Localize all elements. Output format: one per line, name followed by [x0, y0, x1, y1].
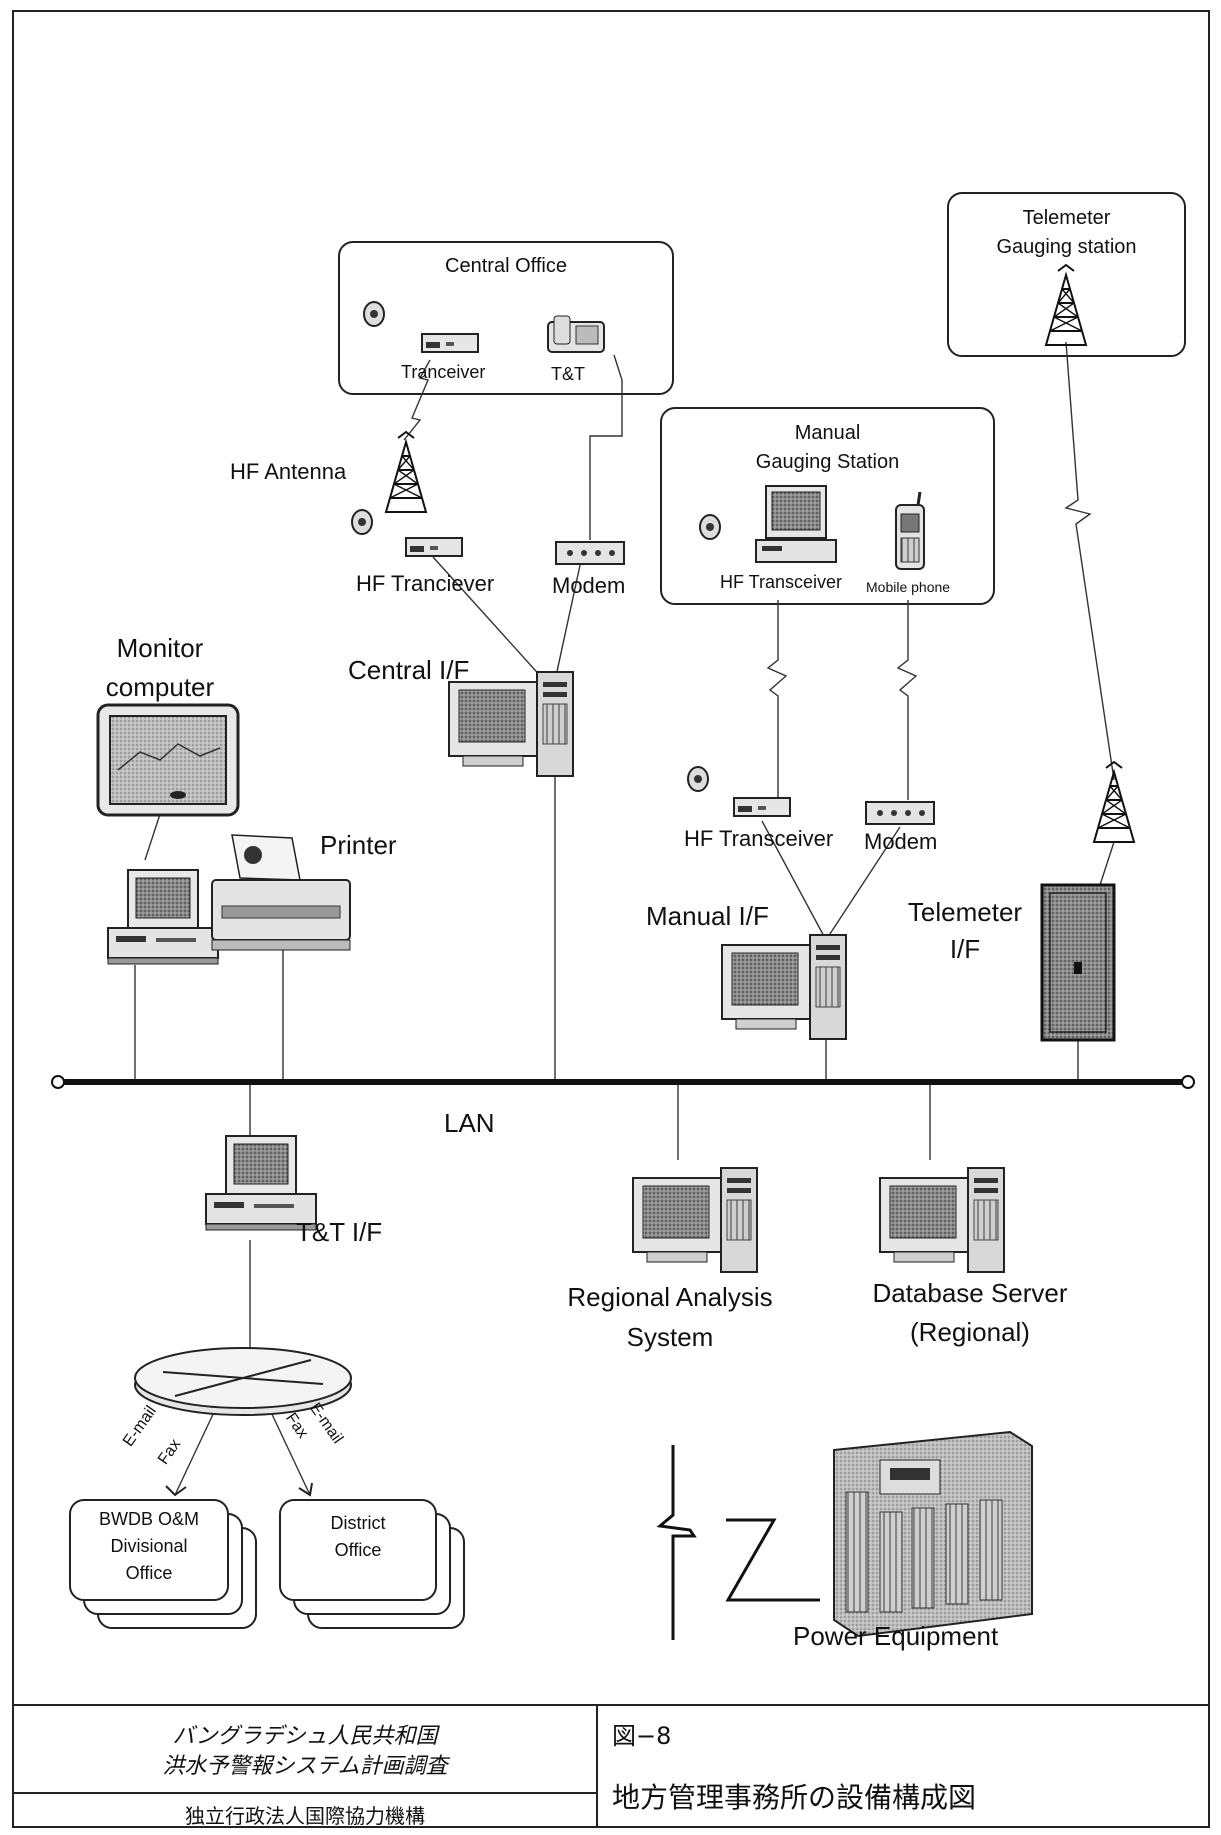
telemeter-station-line2: Gauging station	[996, 236, 1137, 258]
central-if-label: Central I/F	[348, 655, 470, 685]
database-server-computer-icon	[879, 1167, 1005, 1273]
database-server-line1: Database Server	[872, 1278, 1068, 1308]
microphone-icon	[687, 766, 709, 792]
lan-terminator-right	[1181, 1075, 1195, 1089]
agency-name: 独立行政法人国際協力機構	[185, 1804, 425, 1828]
microphone-icon	[699, 514, 721, 540]
tt-if-computer-icon	[205, 1135, 317, 1231]
district-office-stack	[279, 1499, 465, 1629]
modem-icon	[555, 541, 625, 565]
project-line2: 洪水予警報システム計画調査	[162, 1754, 448, 1779]
power-lightning-icon	[656, 1445, 820, 1640]
regional-analysis-line1: Regional Analysis	[567, 1282, 773, 1312]
microphone-icon	[351, 509, 373, 535]
modem-icon	[865, 801, 935, 825]
title-block-agency-rule	[12, 1792, 598, 1794]
hf-antenna-label: HF Antenna	[230, 459, 347, 484]
title-block-top-rule	[12, 1704, 598, 1706]
project-line1: バングラデシュ人民共和国	[172, 1724, 438, 1749]
telemeter-station-line1: Telemeter	[1022, 207, 1111, 229]
monitor-computer-line2: computer	[105, 672, 215, 702]
bwdb-line2: Divisional	[110, 1536, 188, 1556]
tt-label: T&T	[551, 364, 585, 384]
power-equipment-label: Power Equipment	[793, 1621, 999, 1651]
manual-station-box	[660, 407, 995, 605]
manual-station-line2: Gauging Station	[755, 451, 900, 473]
title-block	[12, 1704, 1210, 1828]
database-server-line2: (Regional)	[910, 1317, 1030, 1347]
hf-transceiver-icon	[405, 537, 463, 557]
mobile-phone-label: Mobile phone	[866, 579, 951, 595]
regional-analysis-line2: System	[626, 1322, 714, 1352]
mobile-phone-icon	[895, 491, 925, 570]
figure-number: 図−8	[612, 1722, 672, 1750]
regional-analysis-computer-icon	[632, 1167, 758, 1273]
arrow-icon	[165, 1482, 313, 1497]
district-line2: Office	[334, 1540, 382, 1560]
hf-antenna-icon	[385, 431, 427, 513]
modem-manual-label: Modem	[864, 829, 938, 854]
tranceiver-label: Tranceiver	[401, 362, 486, 382]
telemeter-if-antenna-icon	[1093, 761, 1135, 843]
connection-lines	[134, 341, 1115, 1496]
bwdb-line3: Office	[125, 1563, 173, 1583]
figure-title: 地方管理事務所の設備構成図	[612, 1781, 977, 1814]
power-equipment-icon	[833, 1430, 1033, 1638]
central-office-title: Central Office	[445, 255, 567, 277]
telemeter-if-rack-icon	[1040, 883, 1116, 1042]
transceiver-icon	[421, 333, 479, 353]
manual-if-computer-icon	[721, 934, 847, 1040]
telephone-icon	[547, 315, 605, 353]
bwdb-line1: BWDB O&M	[98, 1509, 199, 1529]
printer-icon	[211, 834, 351, 951]
central-office-box	[338, 241, 674, 395]
telemeter-if-line1: Telemeter	[907, 897, 1023, 927]
printer-label: Printer	[320, 830, 397, 860]
lan-label: LAN	[444, 1108, 495, 1138]
lan-terminator-left	[51, 1075, 65, 1089]
manual-if-label: Manual I/F	[646, 901, 769, 931]
hf-tranciever-label: HF Tranciever	[356, 571, 495, 596]
microphone-icon	[363, 301, 385, 327]
telemeter-antenna-icon	[1045, 264, 1087, 346]
district-line1: District	[330, 1513, 386, 1533]
modem-central-label: Modem	[552, 573, 626, 598]
hf-transceiver-manual-label: HF Transceiver	[684, 826, 834, 851]
monitor-computer-icon	[96, 703, 240, 817]
hf-transceiver-icon	[733, 797, 791, 817]
router-icon	[134, 1347, 352, 1416]
manual-station-line1: Manual	[794, 422, 861, 444]
title-block-divider	[596, 1704, 598, 1828]
bwdb-office-stack	[69, 1499, 257, 1629]
telemeter-if-line2: I/F	[949, 934, 981, 964]
manual-station-transceiver-label: HF Transceiver	[720, 572, 843, 592]
central-if-computer-icon	[448, 671, 574, 777]
desktop-computer-icon	[107, 869, 219, 965]
tt-if-label: T&T I/F	[296, 1217, 383, 1247]
monitor-computer-line1: Monitor	[116, 633, 204, 663]
manual-station-computer-icon	[755, 485, 837, 563]
